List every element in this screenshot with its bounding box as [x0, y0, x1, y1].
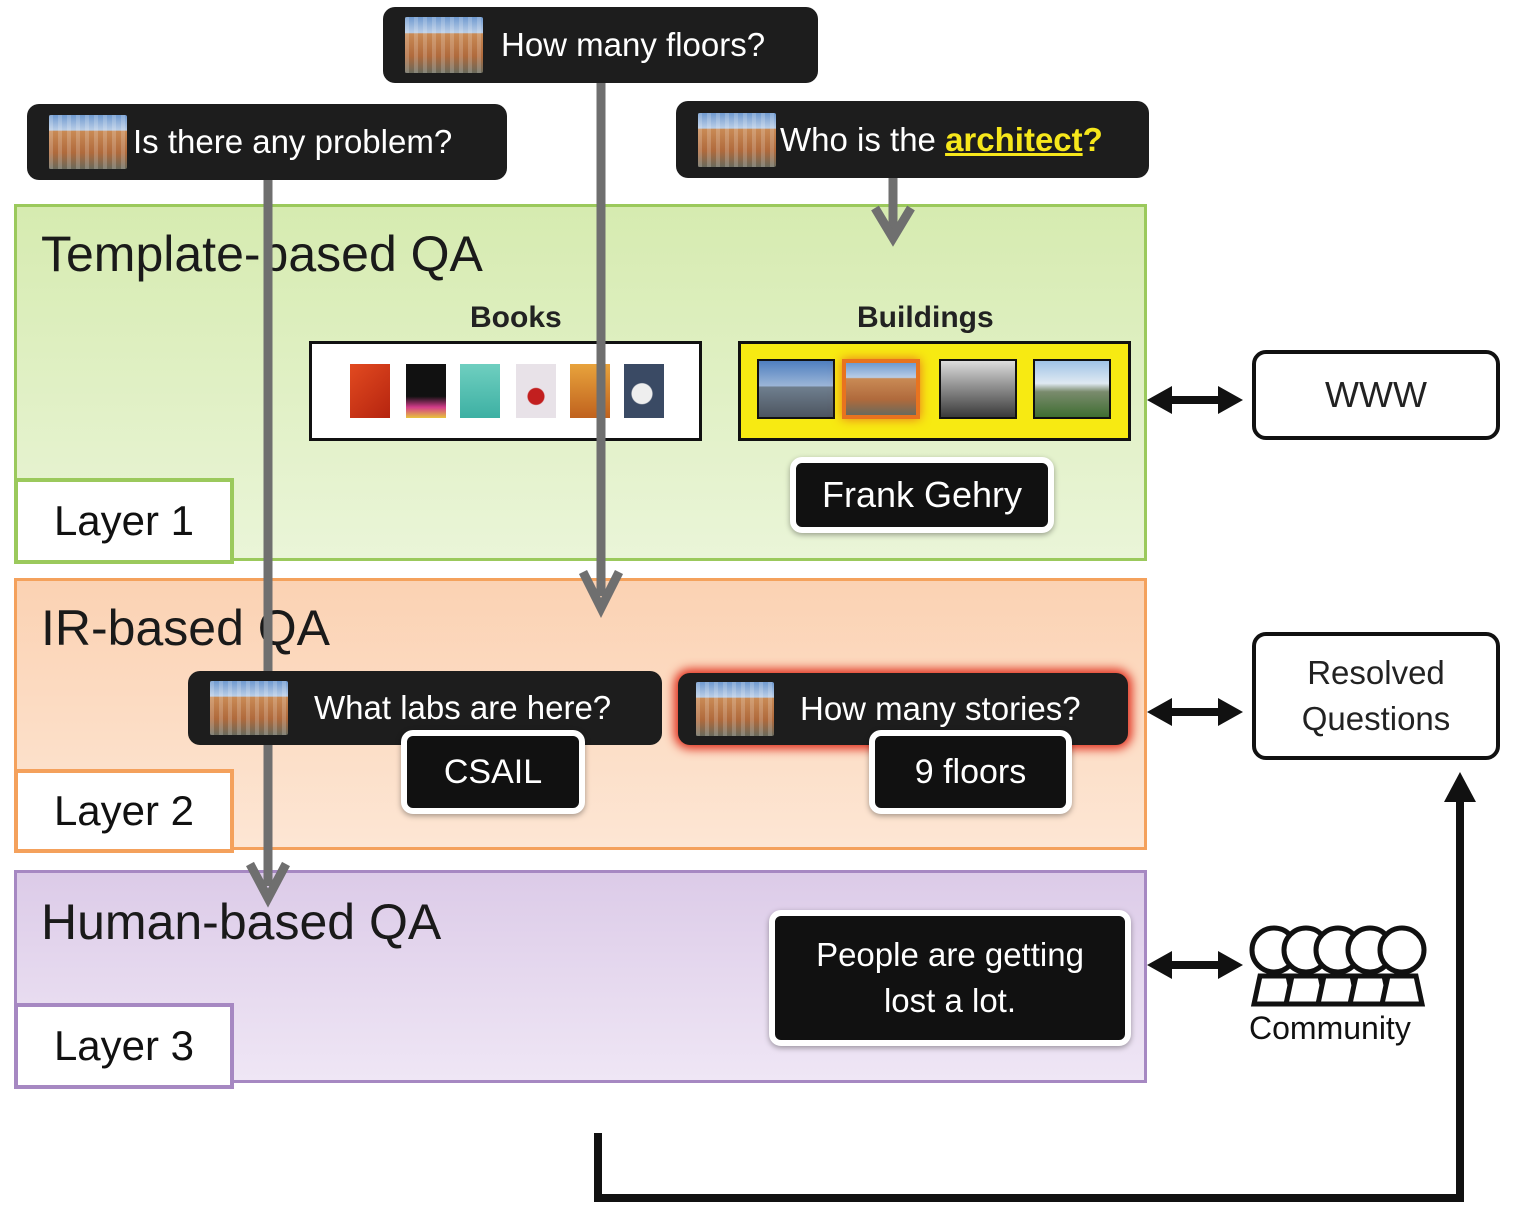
layer-3-tag: Layer 3	[14, 1003, 234, 1089]
building-thumbnail	[405, 17, 483, 73]
question-problem: Is there any problem?	[27, 104, 507, 180]
building-photo	[939, 359, 1017, 419]
layer-1-title: Template-based QA	[41, 226, 483, 282]
resolved-line2: Questions	[1301, 700, 1451, 737]
frank-gehry-answer: Frank Gehry	[790, 457, 1054, 533]
book-cover	[406, 364, 446, 418]
arrow-head	[871, 205, 915, 247]
layer-2-title: IR-based QA	[41, 600, 331, 656]
keyword-question-mark: ?	[1082, 120, 1103, 158]
question-problem-text: Is there any problem?	[133, 123, 453, 160]
book-cover	[624, 364, 664, 418]
question-floors-text: How many floors?	[501, 26, 766, 63]
arrow-head	[1147, 386, 1172, 414]
building-thumbnail	[698, 112, 776, 167]
building-thumbnail	[210, 681, 288, 735]
nine-floors-answer: 9 floors	[869, 730, 1072, 814]
arrow-head	[1218, 951, 1243, 979]
book-cover	[460, 364, 500, 418]
buildings-label: Buildings	[857, 301, 994, 334]
book-cover	[350, 364, 390, 418]
www-box: WWW	[1252, 350, 1500, 440]
csail-answer: CSAIL	[401, 730, 585, 814]
people-group-icon	[1249, 925, 1427, 1007]
question-architect-text: Who is the architect?	[780, 121, 1103, 159]
people-lost-answer: People are getting lost a lot.	[769, 910, 1131, 1046]
question-architect-prefix: Who is the	[780, 120, 946, 158]
buildings-gallery	[738, 341, 1131, 441]
arrow-head	[1218, 386, 1243, 414]
layer-2-tag: Layer 2	[14, 769, 234, 853]
community-label: Community	[1249, 1010, 1411, 1046]
building-photo-selected	[842, 359, 920, 419]
arrow-to-resolved	[594, 800, 1464, 1202]
question-architect: Who is the architect?	[676, 101, 1149, 178]
arrow-head	[1147, 951, 1172, 979]
resolved-questions-box: Resolved Questions	[1252, 632, 1500, 760]
books-label: Books	[470, 301, 562, 334]
arrow-head	[1218, 698, 1243, 726]
people-lost-line1: People are getting	[816, 936, 1084, 973]
keyword-architect: architect	[945, 120, 1083, 158]
books-gallery	[309, 341, 702, 441]
building-thumbnail	[49, 115, 127, 169]
arrow-head	[578, 569, 624, 619]
question-labs-text: What labs are here?	[314, 689, 612, 726]
layer-1-panel: Template-based QA Books Buildings Frank …	[14, 204, 1147, 564]
arrow-head	[1444, 772, 1476, 802]
building-photo	[757, 359, 835, 419]
building-thumbnail	[696, 682, 774, 736]
question-floors: How many floors?	[383, 7, 818, 83]
question-stories-text: How many stories?	[800, 690, 1081, 727]
question-labs: What labs are here?	[188, 671, 662, 745]
layer-1-tag: Layer 1	[14, 478, 234, 564]
building-photo	[1033, 359, 1111, 419]
book-cover	[516, 364, 556, 418]
arrow-head	[246, 861, 290, 908]
question-stories: How many stories?	[678, 673, 1128, 745]
people-lost-line2: lost a lot.	[883, 982, 1017, 1019]
arrow-head	[1147, 698, 1172, 726]
resolved-line1: Resolved	[1307, 654, 1445, 691]
layer-3-title: Human-based QA	[41, 894, 442, 950]
